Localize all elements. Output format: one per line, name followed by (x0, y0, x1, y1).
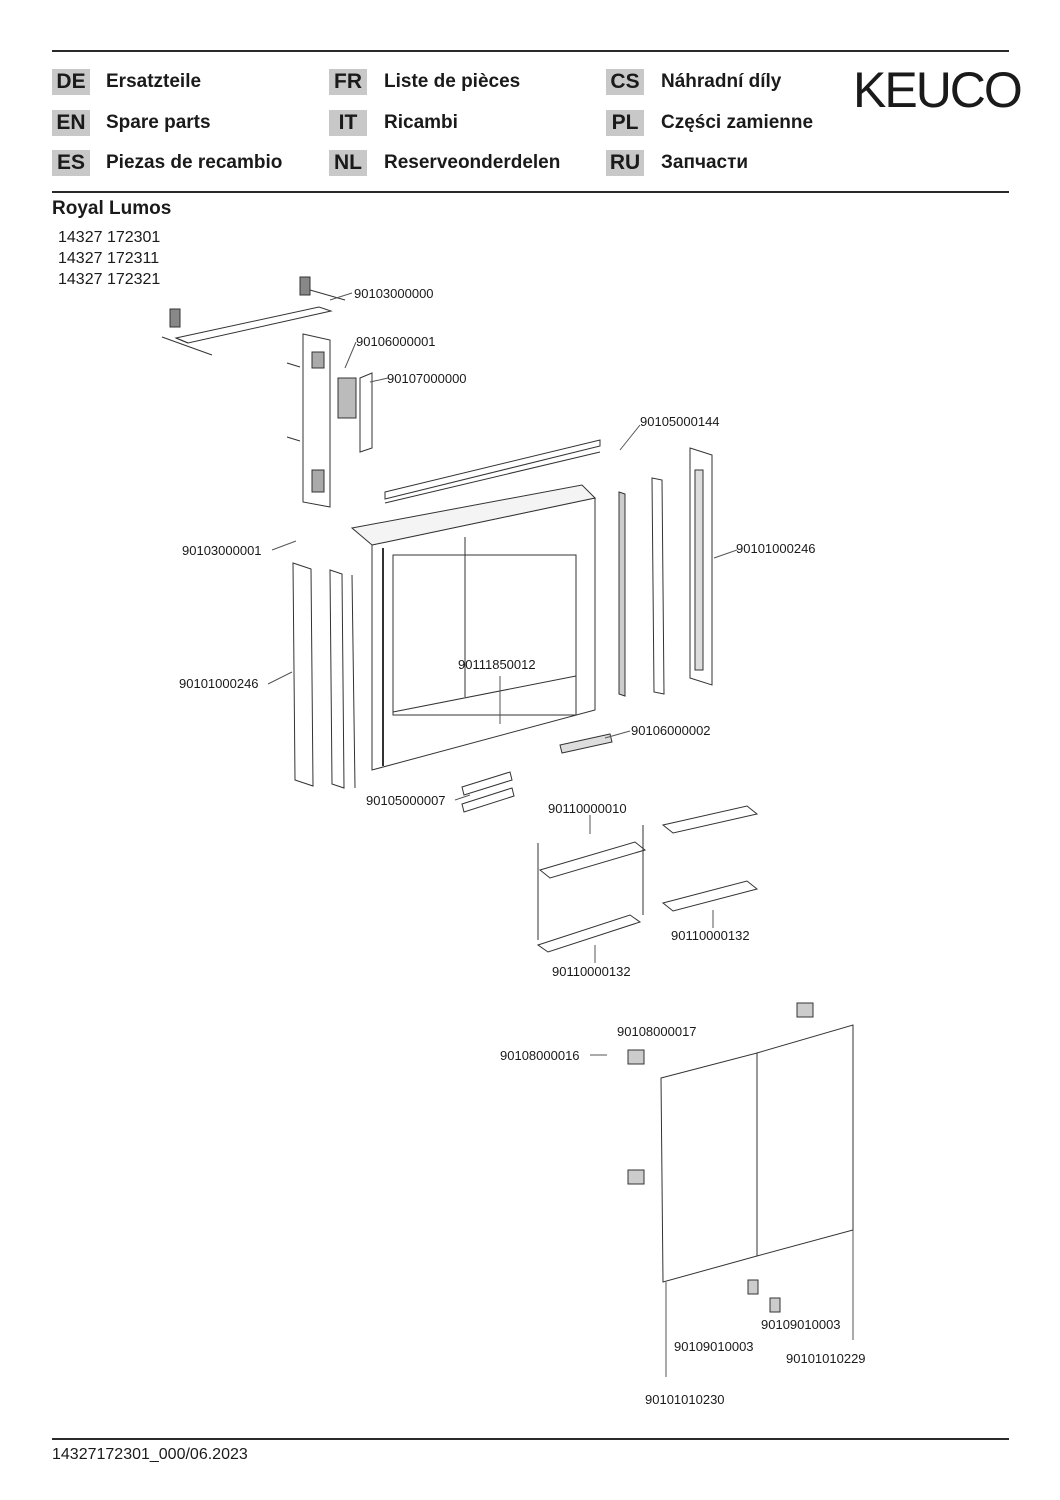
footer-rule (52, 1438, 1009, 1440)
part-number: 90101010229 (786, 1351, 866, 1366)
part-number: 90109010003 (674, 1339, 754, 1354)
bottom-light (559, 733, 613, 754)
lang-label-de: Ersatzteile (106, 71, 202, 92)
lang-code-nl: NL (329, 150, 367, 176)
vertical-bracket (286, 333, 331, 508)
part-number: 90106000001 (356, 334, 436, 349)
bottom-profile (461, 771, 515, 813)
model-number: 14327 172301 (58, 229, 161, 246)
header-bottom-rule (52, 191, 1009, 193)
part-number: 90110000010 (548, 801, 627, 816)
lang-code-it: IT (329, 110, 367, 136)
electronics-module (337, 377, 357, 419)
lang-label-en: Spare parts (106, 112, 211, 133)
part-number: 90101000246 (179, 676, 259, 691)
model-number: 14327 172321 (58, 271, 161, 288)
lang-label-nl: Reserveonderdelen (384, 152, 561, 173)
part-number: 90110000132 (552, 964, 631, 979)
shelf (536, 805, 759, 953)
lang-label-ru: Запчасти (661, 152, 749, 173)
part-number: 90103000001 (182, 543, 262, 558)
lang-label-pl: Części zamienne (661, 112, 814, 133)
door-hinge (627, 1002, 814, 1185)
document-code: 14327172301_000/06.2023 (52, 1446, 248, 1463)
part-number: 90110000132 (671, 928, 750, 943)
lang-code-en: EN (52, 110, 90, 136)
leader-lines (267, 292, 854, 1377)
mirror-doors (660, 1024, 854, 1283)
header-top-rule (52, 50, 1009, 52)
door-bumper (747, 1279, 781, 1313)
product-title: Royal Lumos (52, 198, 172, 219)
lang-code-es: ES (52, 150, 90, 176)
side-panel-left (292, 562, 356, 789)
lang-code-cs: CS (606, 69, 644, 95)
lang-label-fr: Liste de pièces (384, 71, 521, 92)
lang-label-cs: Náhradní díly (661, 71, 782, 92)
lang-code-fr: FR (329, 69, 367, 95)
lang-code-de: DE (52, 69, 90, 95)
cabinet-body (350, 484, 597, 771)
part-number: 90106000002 (631, 723, 711, 738)
part-number: 90105000144 (640, 414, 720, 429)
mounting-rail-top (161, 276, 346, 356)
part-number: 90109010003 (761, 1317, 841, 1332)
lang-code-pl: PL (606, 110, 644, 136)
model-number: 14327 172311 (58, 250, 160, 267)
part-number: 90111850012 (458, 657, 536, 672)
part-number: 90105000007 (366, 793, 446, 808)
top-strip (384, 439, 601, 504)
part-number: 90103000000 (354, 286, 434, 301)
lang-code-ru: RU (606, 150, 644, 176)
lang-label-it: Ricambi (384, 112, 458, 133)
part-number: 90108000017 (617, 1024, 697, 1039)
part-number: 90101010230 (645, 1392, 725, 1407)
part-number: 90108000016 (500, 1048, 580, 1063)
part-number: 90101000246 (736, 541, 816, 556)
lang-label-es: Piezas de recambio (106, 152, 283, 173)
brand-logo: KEUCO (853, 62, 1023, 118)
side-panel-right (618, 447, 713, 697)
module-cover (359, 372, 373, 453)
part-number: 90107000000 (387, 371, 467, 386)
